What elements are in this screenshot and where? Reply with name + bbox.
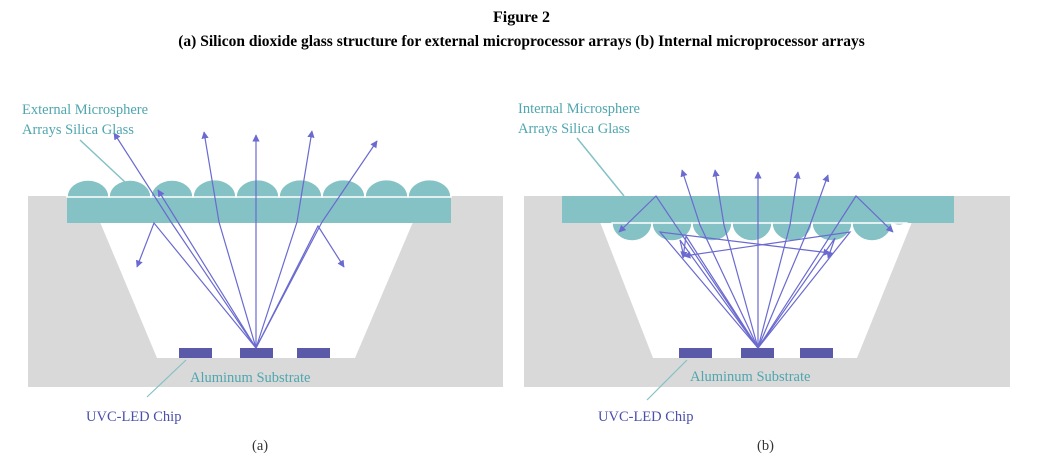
uvc-led-chip-a-left — [179, 348, 212, 358]
figure-number: Figure 2 — [492, 9, 551, 26]
microspheres-b — [611, 222, 909, 242]
chip-leader-b — [646, 359, 688, 401]
glass-slab-a — [67, 196, 451, 223]
panel-b: Internal Microsphere Arrays Silica Glass… — [518, 101, 1010, 454]
housing-b — [524, 196, 1010, 387]
label-glass-a-line1: External Microsphere — [22, 102, 148, 118]
label-glass-a-line2: Arrays Silica Glass — [22, 122, 134, 138]
panel-a: External Microsphere Arrays Silica Glass… — [22, 102, 503, 454]
uvc-led-chip-b-left — [679, 348, 712, 358]
sublabel-a: (a) — [252, 438, 268, 454]
figure-caption: (a) Silicon dioxide glass structure for … — [178, 33, 865, 50]
light-rays-a — [113, 130, 378, 349]
uvc-led-chip-b-right — [800, 348, 833, 358]
uvc-led-chip-a-right — [297, 348, 330, 358]
label-glass-b-line1: Internal Microsphere — [518, 101, 640, 117]
microspheres-a — [66, 178, 452, 198]
label-substrate-a: Aluminum Substrate — [190, 370, 310, 386]
housing-a — [28, 196, 503, 387]
sublabel-b: (b) — [757, 438, 774, 454]
glass-leader-b — [576, 137, 625, 197]
uvc-led-chip-a-center — [240, 348, 273, 358]
chip-leader-a — [146, 359, 187, 398]
label-glass-b-line2: Arrays Silica Glass — [518, 121, 630, 137]
uvc-led-chip-b-center — [741, 348, 774, 358]
glass-leader-a — [79, 139, 127, 184]
label-substrate-b: Aluminum Substrate — [690, 369, 810, 385]
label-chip-b: UVC-LED Chip — [598, 409, 693, 425]
light-rays-b — [618, 169, 894, 349]
label-chip-a: UVC-LED Chip — [86, 409, 181, 425]
